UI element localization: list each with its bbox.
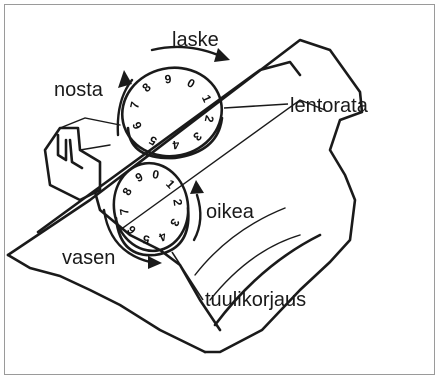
label-oikea: oikea <box>206 201 255 223</box>
label-tuulikorjaus: tuulikorjaus <box>205 289 306 311</box>
windage-dial-digit-5: 5 <box>141 232 150 247</box>
elevation-dial-digit-8: 8 <box>139 80 154 95</box>
scope-body <box>6 38 364 354</box>
elevation-dial-digit-6: 6 <box>129 119 145 131</box>
elevation-dial-digit-9: 9 <box>164 72 172 87</box>
mounting-block <box>43 117 121 202</box>
elevation-dial-digit-2: 2 <box>202 114 217 124</box>
elevation-dial-digit-4: 4 <box>172 137 180 152</box>
windage-dial-digit-2: 2 <box>170 198 185 207</box>
image-frame <box>4 4 435 375</box>
elevation-dial-digit-0: 0 <box>185 76 198 92</box>
windage-dial-digit-4: 4 <box>156 229 168 245</box>
windage-dial-digit-0: 0 <box>151 167 160 182</box>
vasen-arrow <box>102 208 162 269</box>
elevation-dial-digit-3: 3 <box>190 129 205 144</box>
elevation-dial-digit-1: 1 <box>199 93 215 105</box>
label-laske: laske <box>172 29 219 51</box>
laske-arrow <box>150 45 230 62</box>
lentorata-leader <box>223 103 289 109</box>
windage-dial-digit-8: 8 <box>119 185 135 198</box>
oikea-arrow <box>190 180 204 242</box>
windage-dial-digit-3: 3 <box>167 216 183 229</box>
tuulikorjaus-leader <box>171 251 204 301</box>
windage-dial-digit-7: 7 <box>117 207 132 216</box>
label-lentorata: lentorata <box>290 95 369 117</box>
windage-dial-digit-9: 9 <box>133 169 145 185</box>
nosta-arrow <box>116 70 134 137</box>
elevation-dial-digit-7: 7 <box>127 100 142 110</box>
label-vasen: vasen <box>62 247 115 269</box>
label-nosta: nosta <box>54 79 104 101</box>
